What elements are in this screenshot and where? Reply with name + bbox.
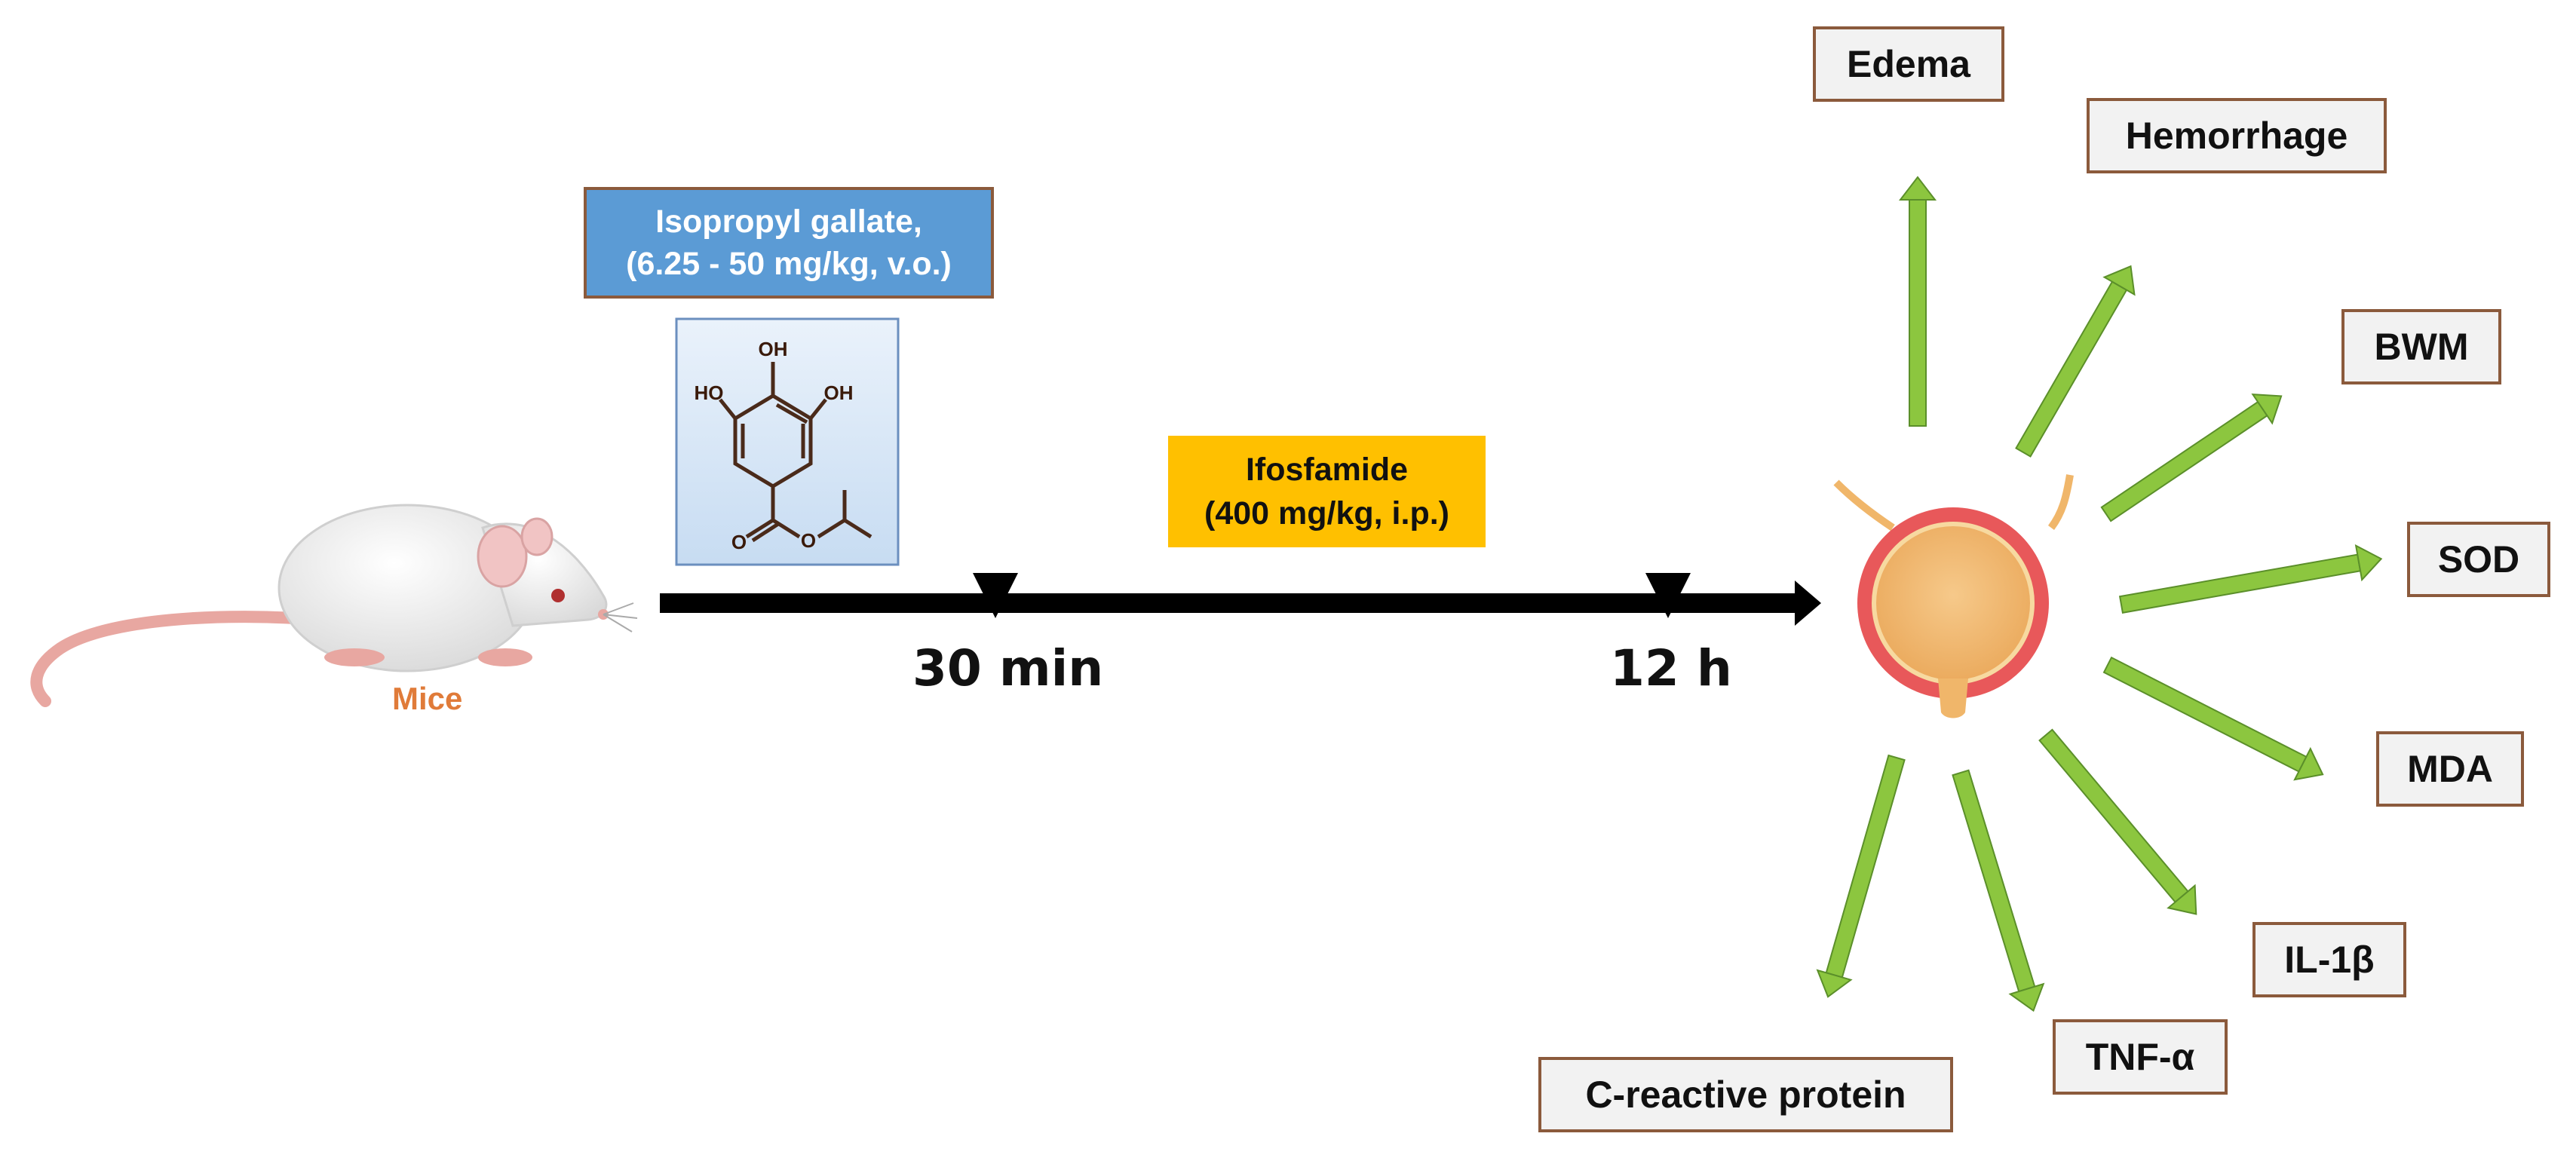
mice-label: Mice — [392, 681, 463, 716]
timepoint-30min: 30 min — [912, 639, 1104, 697]
bladder-illustration — [1833, 474, 2074, 718]
molecule-oh-top: OH — [759, 338, 788, 360]
arrow-to-il1b — [2038, 728, 2197, 915]
mouse-illustration — [30, 504, 638, 707]
molecule-oh-right: OH — [824, 381, 854, 404]
timeline — [660, 573, 1821, 626]
outcome-c-reactive-protein: C-reactive protein — [1538, 1057, 1953, 1132]
outcome-hemorrhage: Hemorrhage — [2087, 98, 2387, 173]
outcome-il1b: IL-1β — [2252, 922, 2406, 997]
molecule-carbonyl-o: O — [731, 531, 747, 553]
outcome-tnfa: TNF-α — [2053, 1019, 2228, 1095]
arrow-to-bwm — [2100, 394, 2283, 522]
drug-dose: (6.25 - 50 mg/kg, v.o.) — [626, 246, 952, 282]
outcome-mda: MDA — [2376, 731, 2524, 807]
outcome-bwm: BWM — [2341, 309, 2501, 384]
arrow-to-edema — [1898, 176, 1937, 427]
ifosfamide-dose: (400 mg/kg, i.p.) — [1204, 495, 1449, 531]
outcome-edema: Edema — [1813, 26, 2004, 102]
arrow-to-hemorrhage — [2015, 265, 2136, 458]
arrow-to-crp — [1816, 754, 1906, 998]
drug-name: Isopropyl gallate, — [655, 204, 922, 240]
isopropyl-gallate-box: Isopropyl gallate, (6.25 - 50 mg/kg, v.o… — [584, 187, 994, 299]
isopropyl-gallate-structure — [675, 317, 900, 566]
molecule-ester-o: O — [801, 529, 816, 552]
arrow-to-sod — [2118, 544, 2383, 614]
molecule-oh-left: HO — [695, 381, 724, 404]
arrow-to-tnfa — [1952, 769, 2045, 1012]
ifosfamide-box: Ifosfamide (400 mg/kg, i.p.) — [1168, 436, 1486, 547]
arrow-to-mda — [2102, 656, 2324, 781]
timepoint-12h: 12 h — [1610, 639, 1732, 697]
outcome-arrows — [1816, 176, 2383, 1012]
outcome-sod: SOD — [2407, 522, 2550, 597]
ifosfamide-name: Ifosfamide — [1245, 452, 1409, 488]
